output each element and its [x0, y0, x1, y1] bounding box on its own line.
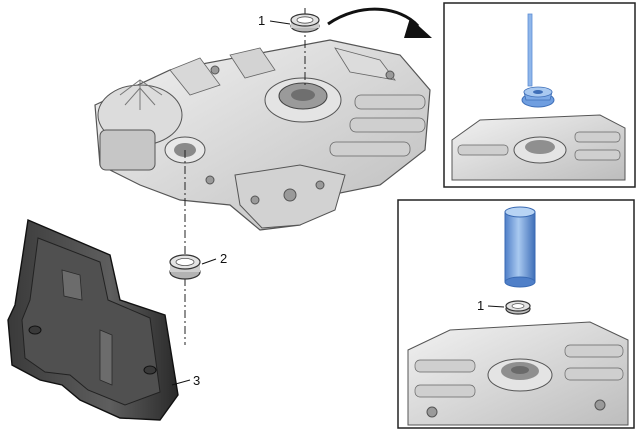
leader-line-3	[171, 379, 191, 386]
callout-label-1-top: 1	[258, 13, 266, 28]
inset-top-content	[451, 13, 626, 181]
seal-ring-2	[169, 254, 201, 280]
valve-body	[94, 39, 431, 231]
leader-line-1-top	[269, 20, 291, 25]
leader-line-1-inset	[487, 305, 505, 308]
callout-label-1-inset: 1	[477, 298, 485, 313]
oil-filter	[7, 219, 179, 421]
inset-bottom-content	[407, 206, 629, 426]
callout-label-2: 2	[220, 251, 228, 266]
leader-line-2	[201, 258, 217, 265]
callout-label-3: 3	[193, 373, 201, 388]
seal-ring-top	[290, 13, 320, 33]
curved-arrow-icon	[327, 7, 432, 38]
axis-lines	[184, 8, 306, 345]
